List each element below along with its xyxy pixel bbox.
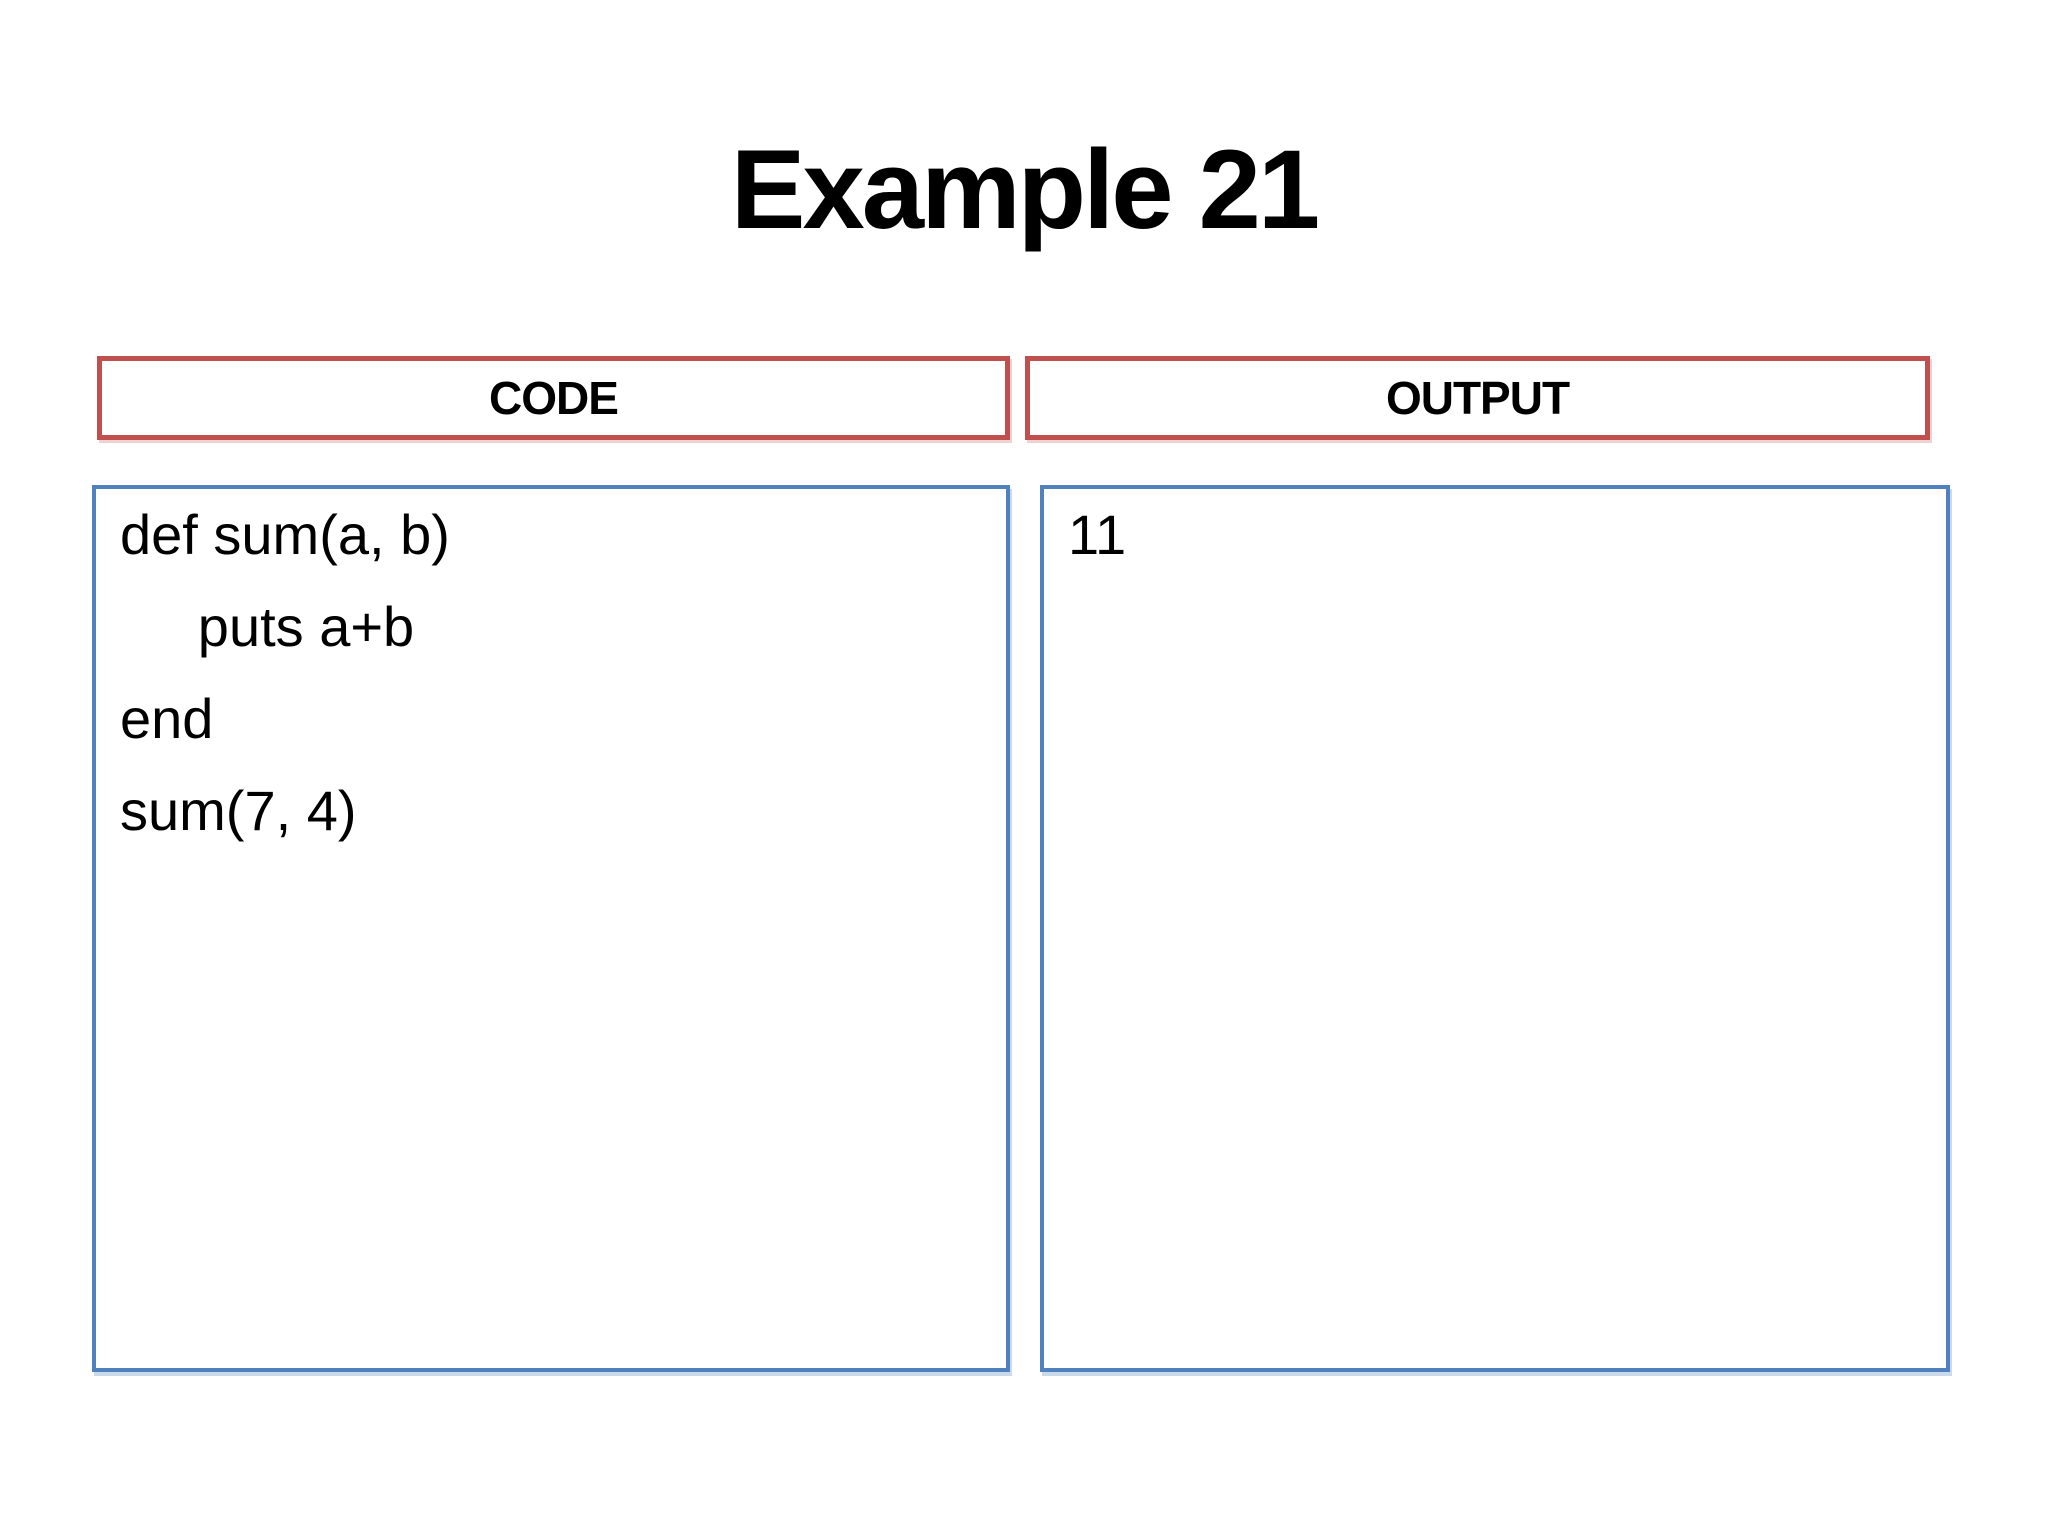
code-panel-body: def sum(a, b) puts a+b end sum(7, 4) [92, 485, 1010, 1372]
code-line: def sum(a, b) [120, 503, 450, 566]
output-panel-body: 11 [1040, 485, 1950, 1372]
code-panel-header-label: CODE [489, 372, 619, 424]
code-line: end [120, 687, 214, 750]
code-line: puts a+b [120, 595, 415, 658]
output-line: 11 [1068, 503, 1127, 566]
code-panel-header: CODE [97, 356, 1010, 440]
code-line: sum(7, 4) [120, 779, 357, 842]
output-panel-header: OUTPUT [1025, 356, 1930, 440]
page-title: Example 21 [730, 127, 1320, 252]
output-panel-header-label: OUTPUT [1385, 372, 1570, 424]
